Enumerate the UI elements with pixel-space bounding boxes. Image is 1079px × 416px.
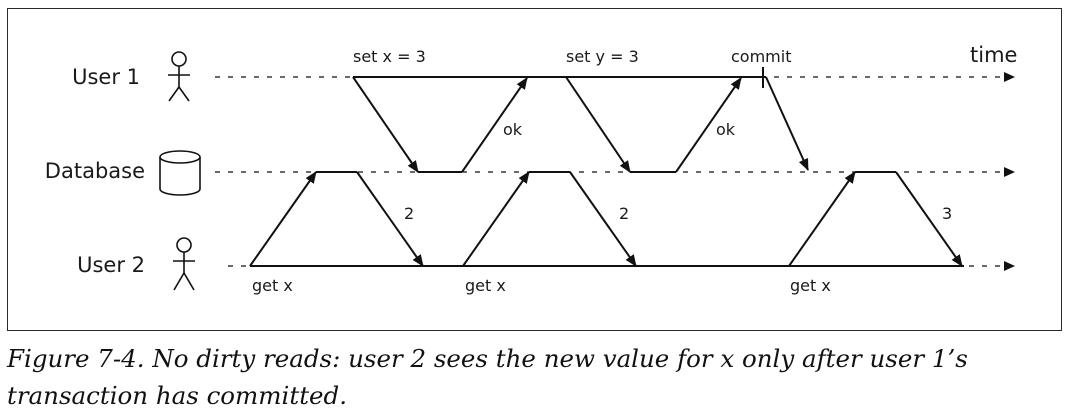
lane-label-database: Database (45, 159, 145, 183)
user1-person-icon (168, 51, 190, 102)
label-get-x-3: get x (790, 276, 831, 295)
time-axis-label: time (970, 43, 1017, 67)
arrow-get-x-1-response (356, 171, 424, 267)
arrow-set-y-ok (675, 77, 742, 173)
label-commit: commit (731, 47, 791, 66)
label-set-x: set x = 3 (353, 47, 426, 66)
arrow-get-x-2-request (462, 171, 530, 267)
label-ok-2: ok (716, 120, 736, 139)
lane-label-user1: User 1 (72, 65, 140, 89)
transaction-diagram: User 1 Database User 2 (45, 43, 1018, 295)
arrow-get-x-3-request (788, 171, 856, 267)
database-cylinder-icon (159, 150, 201, 196)
figure-caption: Figure 7-4. No dirty reads: user 2 sees … (7, 344, 968, 410)
label-get-x-2: get x (465, 276, 506, 295)
label-get-x-1: get x (252, 276, 293, 295)
figure-frame (7, 8, 1062, 331)
label-result-1: 2 (404, 204, 414, 223)
user2-person-icon (173, 237, 195, 291)
arrow-commit-request (765, 76, 809, 171)
label-ok-1: ok (503, 120, 523, 139)
lane-label-user2: User 2 (77, 253, 145, 277)
label-result-3: 3 (942, 204, 952, 223)
arrow-get-x-3-response (895, 171, 963, 267)
label-result-2: 2 (619, 204, 629, 223)
arrow-set-y-request (565, 76, 631, 173)
arrow-set-x-ok (461, 77, 528, 173)
arrow-set-x-request (352, 76, 419, 173)
arrow-get-x-1-request (249, 171, 317, 267)
arrow-get-x-2-response (569, 171, 637, 267)
label-set-y: set y = 3 (566, 47, 639, 66)
